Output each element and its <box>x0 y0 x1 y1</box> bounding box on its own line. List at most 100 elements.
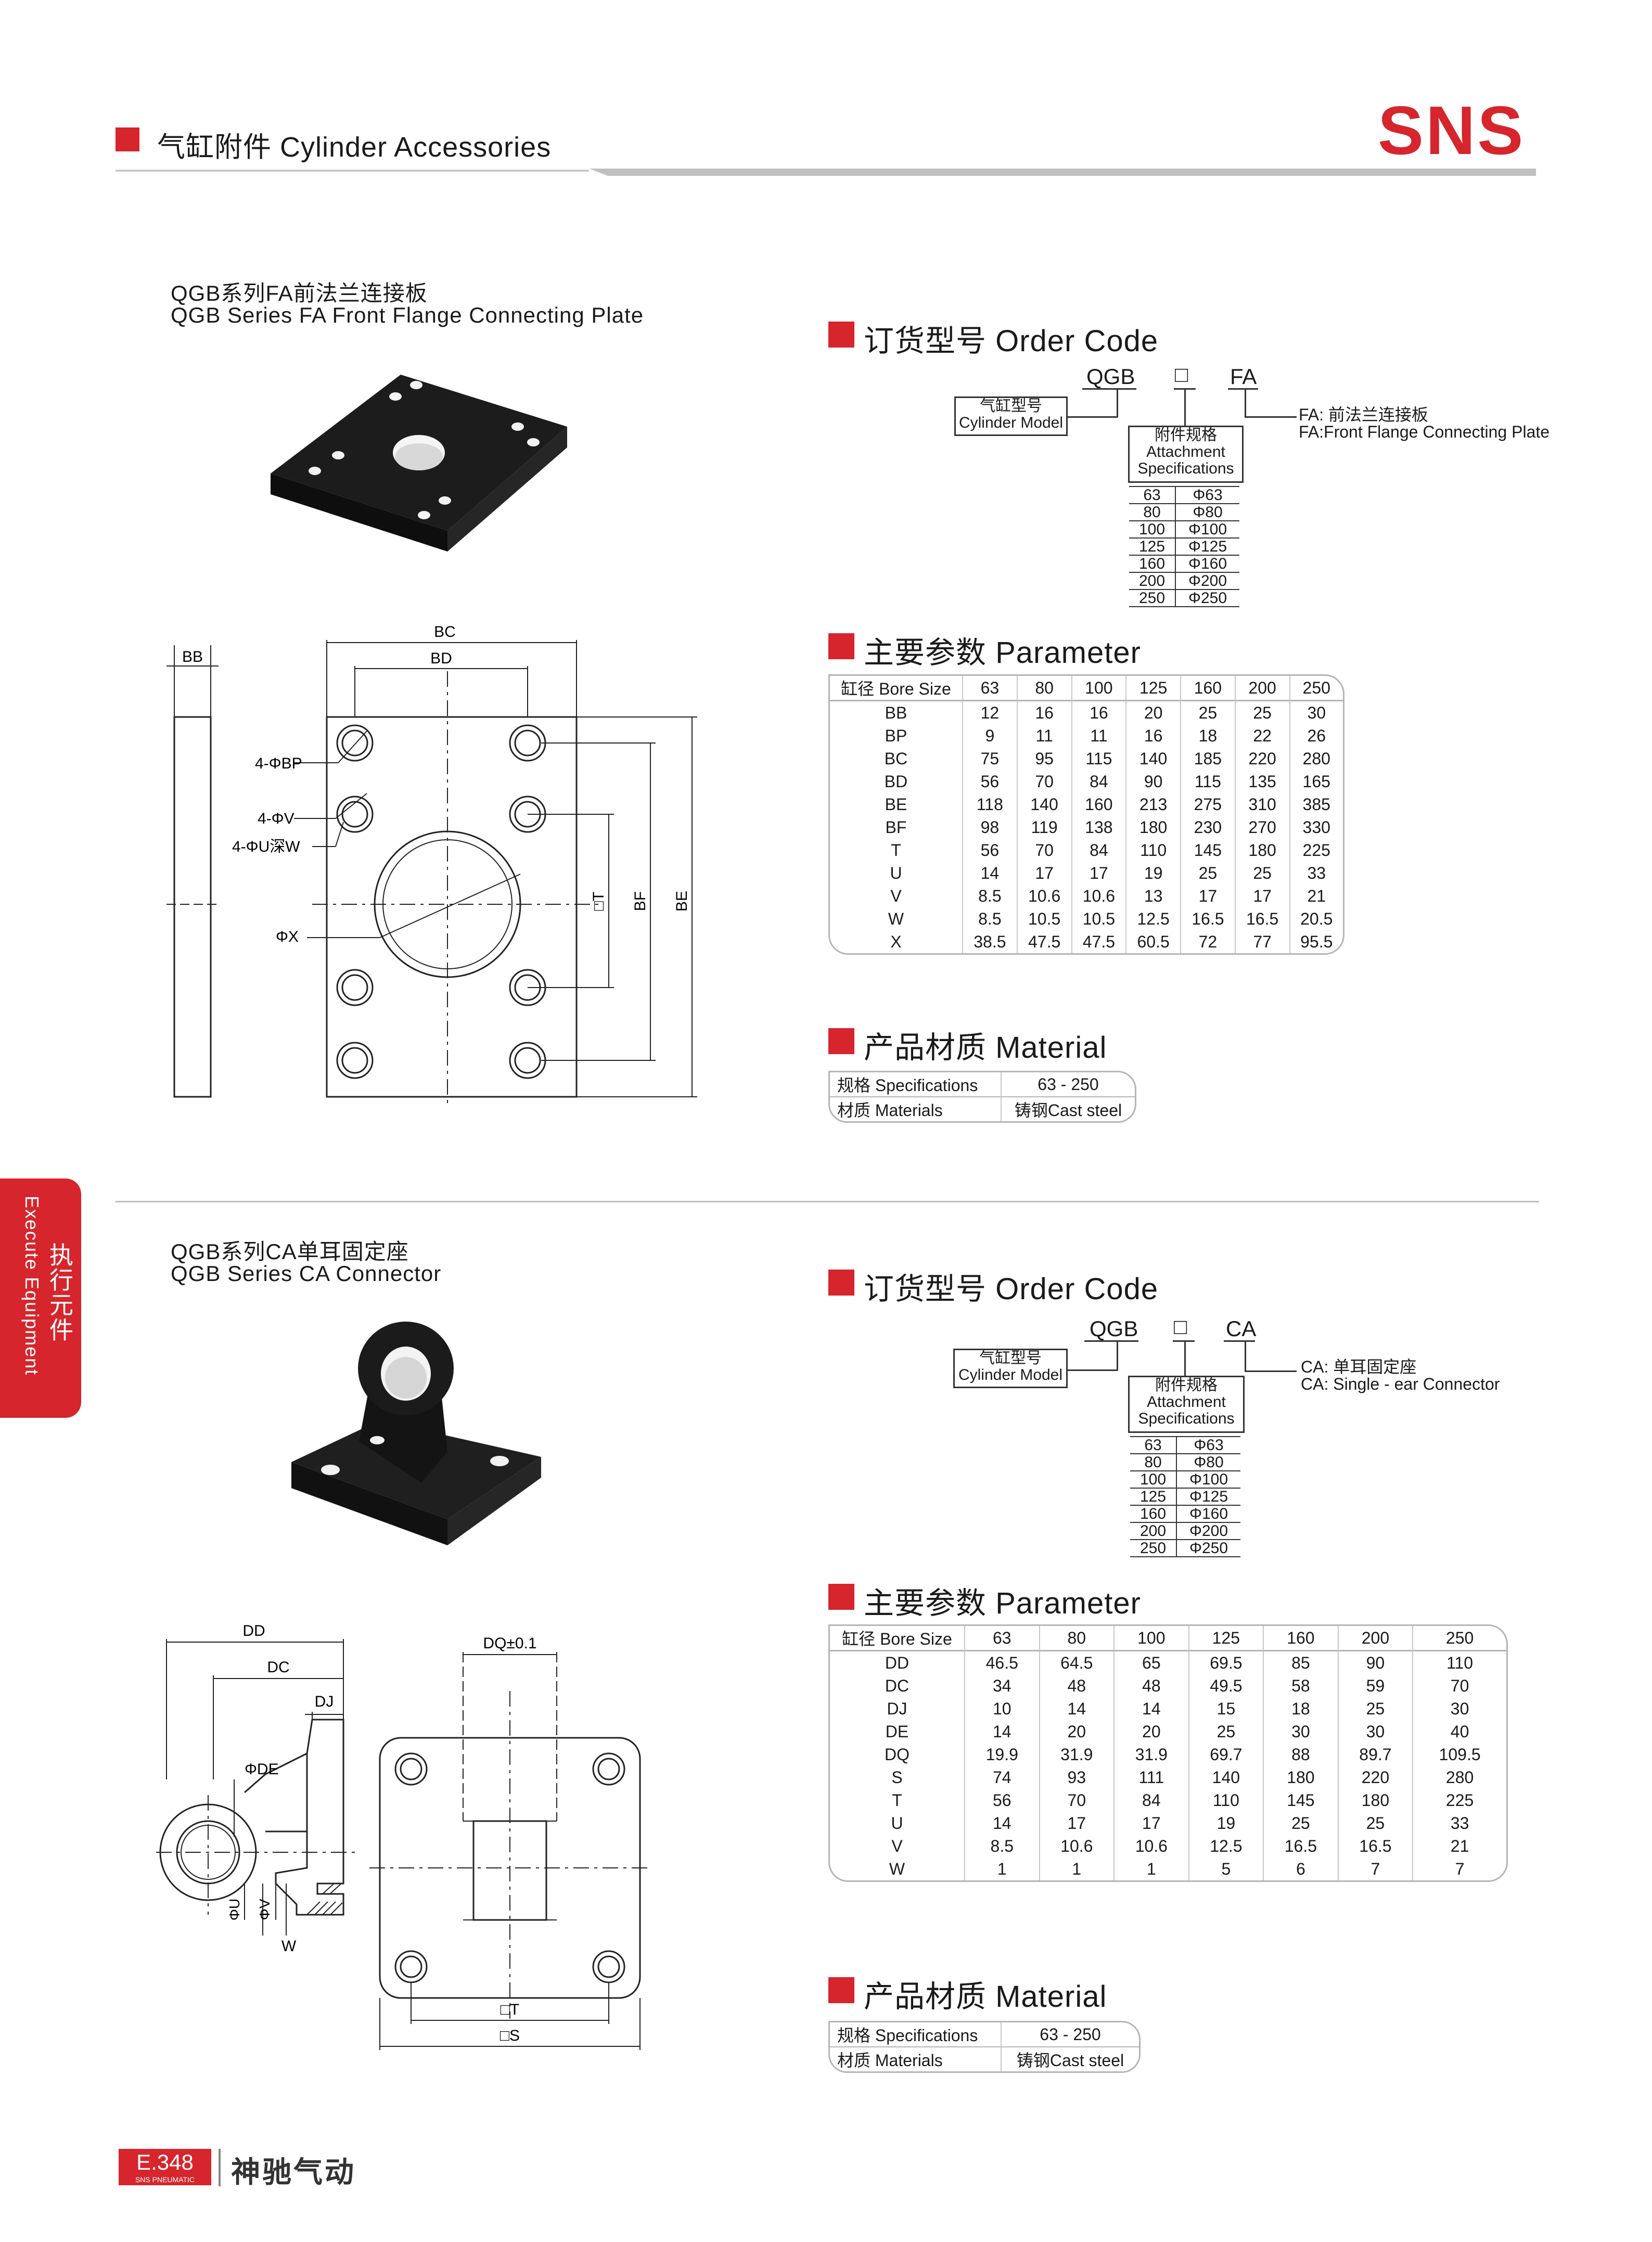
fa-code-box: □ <box>1175 362 1188 387</box>
table-header-cell: 160 <box>1181 676 1236 701</box>
table-cell: 385 <box>1302 795 1330 814</box>
table-cell: 138 <box>1072 816 1127 839</box>
table-cell: 14 <box>965 1720 1040 1743</box>
table-cell: 10.6 <box>1018 885 1072 907</box>
dim-bb: BB <box>182 648 203 665</box>
table-cell: 95.5 <box>1300 932 1333 951</box>
table-cell: 180 <box>1236 839 1290 862</box>
dim-u: ΦU <box>226 1899 242 1921</box>
ca-param-marker <box>828 1584 854 1610</box>
table-cell: 70 <box>1450 1676 1469 1695</box>
table-cell: 56 <box>963 839 1018 862</box>
table-cell: 65 <box>1115 1651 1189 1674</box>
dim-s: □S <box>500 2027 520 2044</box>
fa-param-marker <box>828 633 854 659</box>
table-cell: 12.5 <box>1126 907 1181 930</box>
param-label: W <box>830 907 963 930</box>
table-cell: 119 <box>1018 816 1072 839</box>
table-cell: 1 <box>965 1857 1040 1880</box>
table-header-cell: 80 <box>1040 1626 1115 1651</box>
param-label: W <box>830 1857 965 1880</box>
side-tab <box>0 1178 81 1418</box>
table-cell: 90 <box>1339 1651 1414 1674</box>
side-tab-cn: 执行元件 <box>46 1242 73 1342</box>
param-label: BE <box>830 793 963 816</box>
table-cell: 220 <box>1339 1766 1414 1789</box>
ca-note-en: CA: Single - ear Connector <box>1301 1375 1500 1393</box>
page-title: 气缸附件 Cylinder Accessories <box>157 132 552 163</box>
table-cell: 5 <box>1189 1857 1264 1880</box>
header-rule <box>116 170 589 172</box>
table-header-cell: 250 <box>1290 676 1343 701</box>
table-cell: 17 <box>1181 885 1236 907</box>
dim-be: BE <box>673 891 690 912</box>
table-cell: 14 <box>963 862 1018 885</box>
table-cell: 310 <box>1236 793 1290 816</box>
table-cell: 90 <box>1126 770 1181 793</box>
table-cell: 110 <box>1126 839 1181 862</box>
table-header-cell: 80 <box>1017 676 1072 701</box>
table-cell: 70 <box>1018 839 1072 862</box>
table-cell: 180 <box>1264 1766 1339 1789</box>
param-label: T <box>830 839 963 862</box>
footer-separator <box>219 2149 221 2186</box>
table-cell: 110 <box>1189 1789 1264 1812</box>
table-cell: 115 <box>1072 747 1127 770</box>
table-cell: 70 <box>1018 770 1072 793</box>
table-cell: 48 <box>1040 1674 1115 1697</box>
dim-dq: DQ±0.1 <box>483 1635 536 1652</box>
table-header-cell: 200 <box>1235 676 1290 701</box>
table-cell: 280 <box>1445 1767 1474 1787</box>
fa-order-marker <box>828 322 854 348</box>
table-cell: 19.9 <box>965 1743 1040 1766</box>
table-cell: 16 <box>1072 701 1127 724</box>
table-cell: 17 <box>1018 862 1072 885</box>
fa-material-heading: 产品材质 Material <box>864 1031 1107 1065</box>
table-cell: 93 <box>1040 1766 1115 1789</box>
table-cell: 31.9 <box>1115 1743 1189 1766</box>
table-cell: 15 <box>1189 1697 1264 1720</box>
table-cell: 77 <box>1236 930 1290 953</box>
table-cell: 16.5 <box>1264 1835 1339 1857</box>
ca-title-cn: QGB系列CA单耳固定座 <box>171 1239 409 1264</box>
param-label: BB <box>830 701 963 724</box>
table-cell: 8.5 <box>965 1835 1040 1857</box>
table-cell: 118 <box>963 793 1018 816</box>
fa-code-type: FA <box>1230 364 1257 389</box>
param-label: T <box>830 1789 965 1812</box>
table-cell: 84 <box>1072 770 1127 793</box>
dim-bd: BD <box>430 650 452 667</box>
table-cell: 85 <box>1264 1651 1339 1674</box>
ca-title-en: QGB Series CA Connector <box>171 1261 442 1286</box>
table-cell: 11 <box>1018 724 1072 747</box>
table-cell: 17 <box>1040 1812 1115 1835</box>
fa-title-cn: QGB系列FA前法兰连接板 <box>171 281 428 305</box>
table-cell: 40 <box>1450 1722 1469 1741</box>
param-label: V <box>830 885 963 907</box>
param-label: DC <box>830 1674 965 1697</box>
param-label: U <box>830 1812 965 1835</box>
table-cell: 7 <box>1339 1857 1414 1880</box>
table-cell: 280 <box>1302 749 1330 768</box>
param-label: DD <box>830 1651 965 1674</box>
table-cell: 47.5 <box>1018 930 1072 953</box>
table-cell: 16.5 <box>1181 907 1236 930</box>
ca-order-heading: 订货型号 Order Code <box>864 1272 1159 1306</box>
param-label: BD <box>830 770 963 793</box>
param-label: V <box>830 1835 965 1857</box>
table-cell: 20 <box>1115 1720 1189 1743</box>
ca-note-cn: CA: 单耳固定座 <box>1301 1357 1417 1376</box>
